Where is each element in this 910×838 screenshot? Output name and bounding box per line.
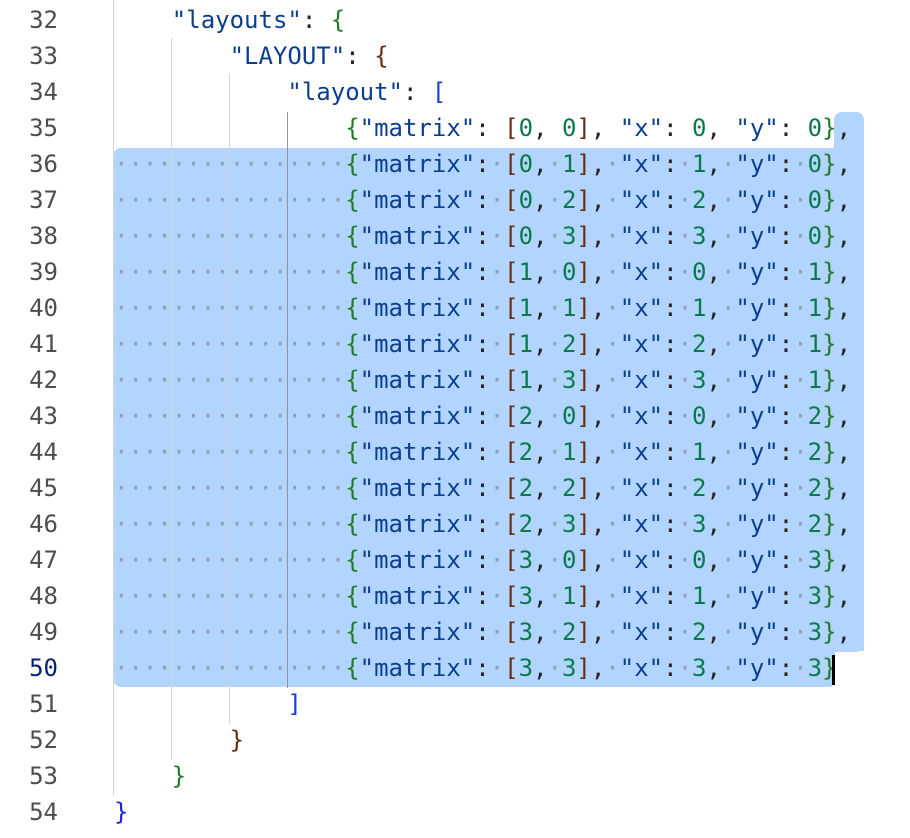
whitespace-markers: ················ — [114, 582, 346, 610]
line-number: 38 — [29, 222, 58, 250]
code-text: {"matrix":·[3,·0],·"x":·0,·"y":·3}, — [345, 546, 852, 574]
code-text: "layouts": { — [171, 6, 346, 34]
code-line[interactable]: 49 ················{"matrix":·[3,·2],·"x"… — [0, 614, 910, 650]
code-text: {"matrix":·[3,·3],·"x":·3,·"y":·3} — [345, 654, 837, 682]
line-number: 46 — [29, 510, 58, 538]
code-line[interactable]: 52} — [0, 722, 910, 758]
whitespace-markers: ················ — [114, 546, 346, 574]
whitespace-markers: ················ — [114, 150, 346, 178]
code-line[interactable]: 48 ················{"matrix":·[3,·1],·"x"… — [0, 578, 910, 614]
line-number: 53 — [29, 762, 58, 790]
line-number: 45 — [29, 474, 58, 502]
code-text: {"matrix":·[2,·2],·"x":·2,·"y":·2}, — [345, 474, 852, 502]
code-text: {"matrix":·[3,·1],·"x":·1,·"y":·3}, — [345, 582, 852, 610]
selection-highlight — [834, 112, 864, 152]
code-line[interactable]: 44 ················{"matrix":·[2,·1],·"x"… — [0, 434, 910, 470]
code-line[interactable]: 35 {"matrix": [0, 0], "x": 0, "y": 0}, — [0, 110, 910, 146]
line-number: 41 — [29, 330, 58, 358]
code-line[interactable]: 53} — [0, 758, 910, 794]
line-number: 42 — [29, 366, 58, 394]
indent-guide — [229, 74, 230, 724]
whitespace-markers: ················ — [114, 510, 346, 538]
line-number: 47 — [29, 546, 58, 574]
code-text: } — [114, 798, 129, 826]
code-text: "LAYOUT": { — [229, 42, 389, 70]
whitespace-markers: ················ — [114, 474, 346, 502]
code-text: {"matrix":·[2,·0],·"x":·0,·"y":·2}, — [345, 402, 852, 430]
whitespace-markers: ················ — [114, 330, 346, 358]
code-line[interactable]: 40 ················{"matrix":·[1,·1],·"x"… — [0, 290, 910, 326]
code-text: {"matrix":·[0,·3],·"x":·3,·"y":·0}, — [345, 222, 852, 250]
selection-highlight — [113, 648, 835, 687]
code-line[interactable]: 42 ················{"matrix":·[1,·3],·"x"… — [0, 362, 910, 398]
code-line[interactable]: 36 ················{"matrix":·[0,·1],·"x"… — [0, 146, 910, 182]
selection-highlight — [834, 640, 864, 652]
code-line[interactable]: 45 ················{"matrix":·[2,·2],·"x"… — [0, 470, 910, 506]
whitespace-markers: ················ — [114, 258, 346, 286]
code-text: {"matrix":·[0,·2],·"x":·2,·"y":·0}, — [345, 186, 852, 214]
whitespace-markers: ················ — [114, 654, 346, 682]
indent-guide-active — [287, 112, 288, 688]
line-number: 54 — [29, 798, 58, 826]
code-text: {"matrix":·[2,·1],·"x":·1,·"y":·2}, — [345, 438, 852, 466]
code-text: {"matrix":·[1,·1],·"x":·1,·"y":·1}, — [345, 294, 852, 322]
line-number: 32 — [29, 6, 58, 34]
code-text: } — [229, 726, 245, 754]
text-cursor — [832, 655, 835, 685]
line-number: 37 — [29, 186, 58, 214]
line-number: 50 — [29, 654, 58, 682]
line-number: 33 — [29, 42, 58, 70]
whitespace-markers: ················ — [114, 366, 346, 394]
line-number: 44 — [29, 438, 58, 466]
indent-guide — [171, 38, 172, 760]
code-text: {"matrix":·[1,·3],·"x":·3,·"y":·1}, — [345, 366, 852, 394]
code-text: } — [171, 762, 187, 790]
selection-highlight — [113, 148, 864, 651]
indent-guide — [113, 0, 114, 796]
code-line[interactable]: 46 ················{"matrix":·[2,·3],·"x"… — [0, 506, 910, 542]
code-line[interactable]: 34 "layout": [ — [0, 74, 910, 110]
line-number: 48 — [29, 582, 58, 610]
code-line[interactable]: 33 "LAYOUT": { — [0, 38, 910, 74]
line-number: 49 — [29, 618, 58, 646]
code-text: {"matrix":·[3,·2],·"x":·2,·"y":·3}, — [345, 618, 852, 646]
whitespace-markers: ················ — [114, 438, 346, 466]
code-line[interactable]: 37 ················{"matrix":·[0,·2],·"x"… — [0, 182, 910, 218]
code-text: ] — [287, 690, 302, 718]
code-line[interactable]: 47 ················{"matrix":·[3,·0],·"x"… — [0, 542, 910, 578]
line-number: 36 — [29, 150, 58, 178]
code-text: {"matrix":·[1,·0],·"x":·0,·"y":·1}, — [345, 258, 852, 286]
line-number: 40 — [29, 294, 58, 322]
code-line[interactable]: 51] — [0, 686, 910, 722]
whitespace-markers: ················ — [114, 618, 346, 646]
code-line[interactable]: 54} — [0, 794, 910, 830]
code-text: {"matrix": [0, 0], "x": 0, "y": 0}, — [345, 114, 852, 142]
code-line[interactable]: 43 ················{"matrix":·[2,·0],·"x"… — [0, 398, 910, 434]
whitespace-markers: ················ — [114, 222, 346, 250]
code-text: "layout": [ — [287, 78, 447, 106]
line-number: 43 — [29, 402, 58, 430]
code-line[interactable]: 38 ················{"matrix":·[0,·3],·"x"… — [0, 218, 910, 254]
line-number: 34 — [29, 78, 58, 106]
code-line[interactable]: 41 ················{"matrix":·[1,·2],·"x"… — [0, 326, 910, 362]
code-line[interactable]: 32 "layouts": { — [0, 2, 910, 38]
whitespace-markers: ················ — [114, 186, 346, 214]
code-line[interactable]: 39 ················{"matrix":·[1,·0],·"x"… — [0, 254, 910, 290]
line-number: 39 — [29, 258, 58, 286]
whitespace-markers: ················ — [114, 402, 346, 430]
code-text: {"matrix":·[1,·2],·"x":·2,·"y":·1}, — [345, 330, 852, 358]
line-number: 51 — [29, 690, 58, 718]
code-line[interactable]: 50 ················{"matrix":·[3,·3],·"x"… — [0, 650, 910, 686]
code-text: {"matrix":·[0,·1],·"x":·1,·"y":·0}, — [345, 150, 852, 178]
line-number: 52 — [29, 726, 58, 754]
line-number: 35 — [29, 114, 58, 142]
code-text: {"matrix":·[2,·3],·"x":·3,·"y":·2}, — [345, 510, 852, 538]
whitespace-markers: ················ — [114, 294, 346, 322]
